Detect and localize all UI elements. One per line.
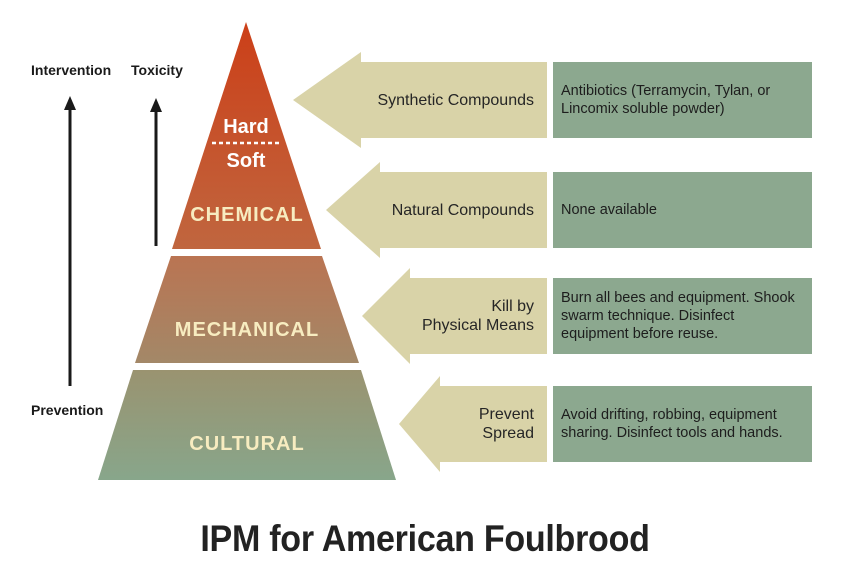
tier-mechanical-label: MECHANICAL xyxy=(175,319,319,341)
intervention-axis-arrow xyxy=(64,96,76,386)
row-label-synthetic: Synthetic Compounds xyxy=(377,91,534,109)
tier-chemical-label: CHEMICAL xyxy=(190,204,304,226)
pyramid-tier-mechanical xyxy=(135,256,359,363)
prevention-axis-label: Prevention xyxy=(31,402,104,418)
pyramid-tier-cultural xyxy=(98,370,396,480)
intervention-axis-label: Intervention xyxy=(31,62,112,78)
description-box-physical: Burn all bees and equipment. Shook swarm… xyxy=(553,278,812,354)
pyramid-tier-chemical xyxy=(172,22,321,249)
arrow-synthetic xyxy=(293,52,547,148)
arrow-prevent xyxy=(399,376,547,472)
tier-soft-label: Soft xyxy=(227,150,266,172)
arrow-natural xyxy=(326,162,547,258)
description-box-prevent: Avoid drifting, robbing, equipment shari… xyxy=(553,386,812,462)
tier-cultural-label: CULTURAL xyxy=(189,433,304,455)
diagram-title: IPM for American Foulbrood xyxy=(200,518,650,559)
row-label-physical: Kill by Physical Means xyxy=(421,298,534,334)
row-label-prevent: Prevent Spread xyxy=(478,406,534,442)
toxicity-axis-arrow xyxy=(150,98,162,246)
tier-hard-label: Hard xyxy=(223,116,269,138)
row-label-natural: Natural Compounds xyxy=(391,201,534,219)
arrow-physical xyxy=(362,268,547,364)
description-box-synthetic: Antibiotics (Terramycin, Tylan, or Linco… xyxy=(553,62,812,138)
description-box-natural: None available xyxy=(553,172,812,248)
toxicity-axis-label: Toxicity xyxy=(131,62,183,78)
